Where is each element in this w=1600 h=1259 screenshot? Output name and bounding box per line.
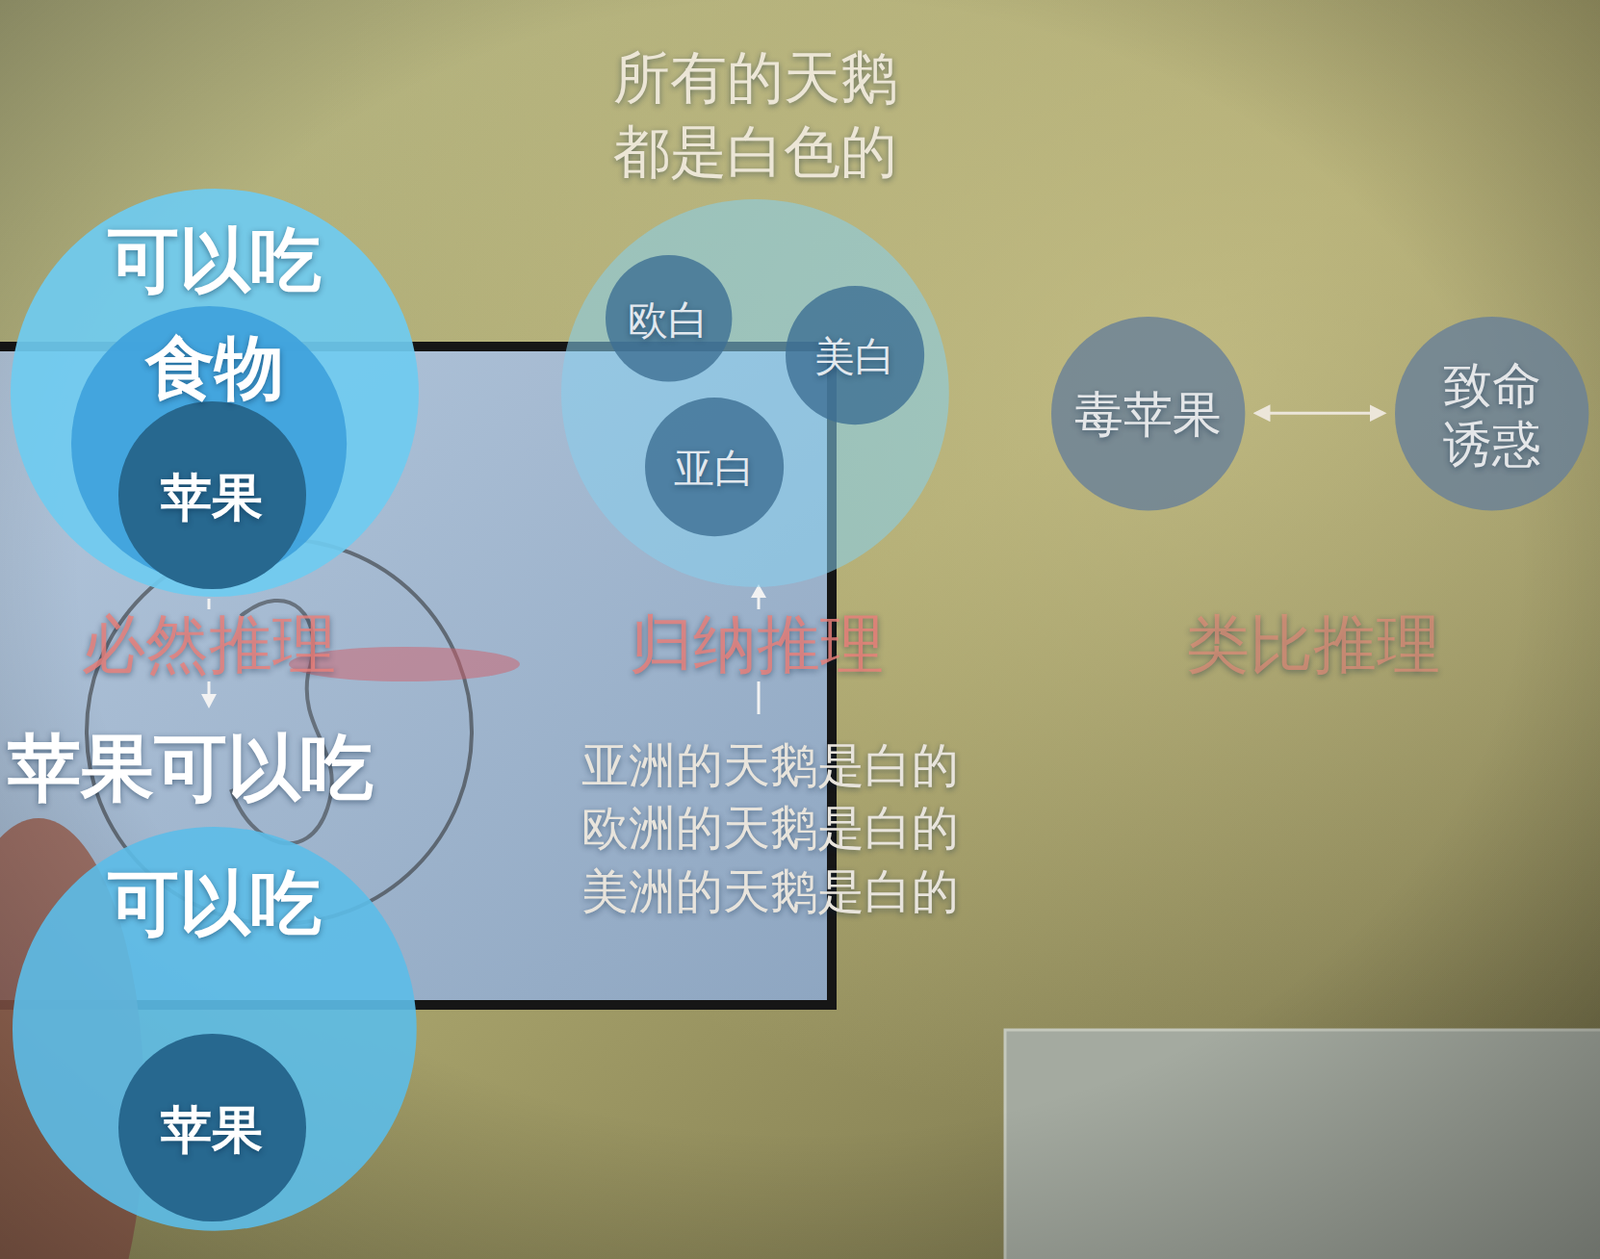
node-text: 美白 bbox=[814, 336, 896, 378]
circle-shape bbox=[645, 397, 784, 537]
node-text: 苹果 bbox=[160, 471, 263, 523]
node-text: 所有的天鹅 都是白色的 bbox=[600, 40, 910, 189]
circle-shape bbox=[118, 1033, 307, 1222]
swan-circle: 欧白 bbox=[605, 255, 732, 382]
category-circle: 苹果 bbox=[118, 401, 307, 590]
circle-shape bbox=[561, 199, 950, 588]
node-text: 可以吃 bbox=[107, 224, 322, 296]
node-text: 食物 bbox=[145, 333, 284, 403]
circle-shape bbox=[12, 826, 417, 1232]
node-text: 可以吃 bbox=[107, 867, 322, 939]
arrow-shaft bbox=[207, 598, 211, 610]
inference-type: 必然推理 bbox=[81, 613, 336, 677]
arrow-shaft bbox=[757, 681, 761, 715]
inference-type: 类比推理 bbox=[1186, 613, 1441, 677]
category-circle: 可以吃苹果 bbox=[12, 826, 417, 1232]
category-circle: 可以吃食物苹果 bbox=[10, 188, 419, 597]
swan-circle: 亚白 bbox=[645, 397, 784, 537]
circle-shape bbox=[10, 188, 419, 597]
conclusion-text: 苹果可以吃 bbox=[7, 730, 374, 804]
category-circle: 苹果 bbox=[118, 1033, 307, 1222]
premise-text: 亚洲的天鹅是白的 bbox=[581, 742, 959, 790]
inference-type: 归纳推理 bbox=[629, 613, 884, 677]
arrow-head bbox=[201, 694, 217, 709]
node-text: 致命 诱惑 bbox=[1435, 356, 1549, 474]
swan-circle: 所有的天鹅 都是白色的欧白美白亚白 bbox=[561, 199, 950, 588]
node-text: 苹果 bbox=[160, 1104, 263, 1156]
premise-text: 美洲的天鹅是白的 bbox=[581, 868, 959, 916]
swan-circle: 美白 bbox=[785, 285, 925, 425]
circle-shape bbox=[785, 285, 925, 425]
analogy-circle: 毒苹果 bbox=[1051, 316, 1245, 511]
analogy-arrow bbox=[1256, 412, 1384, 415]
category-circle: 食物苹果 bbox=[71, 306, 347, 582]
node-text: 欧白 bbox=[627, 300, 709, 341]
circle-shape bbox=[1051, 316, 1245, 511]
circle-shape bbox=[605, 255, 732, 382]
premise-text: 欧洲的天鹅是白的 bbox=[581, 804, 959, 852]
node-text: 毒苹果 bbox=[1074, 390, 1222, 440]
node-text: 亚白 bbox=[673, 448, 755, 490]
arrow-shaft bbox=[207, 681, 211, 697]
circle-shape bbox=[118, 401, 307, 590]
circle-shape bbox=[1394, 316, 1589, 511]
arrow-shaft bbox=[757, 596, 761, 610]
analogy-circle: 致命 诱惑 bbox=[1394, 316, 1589, 511]
